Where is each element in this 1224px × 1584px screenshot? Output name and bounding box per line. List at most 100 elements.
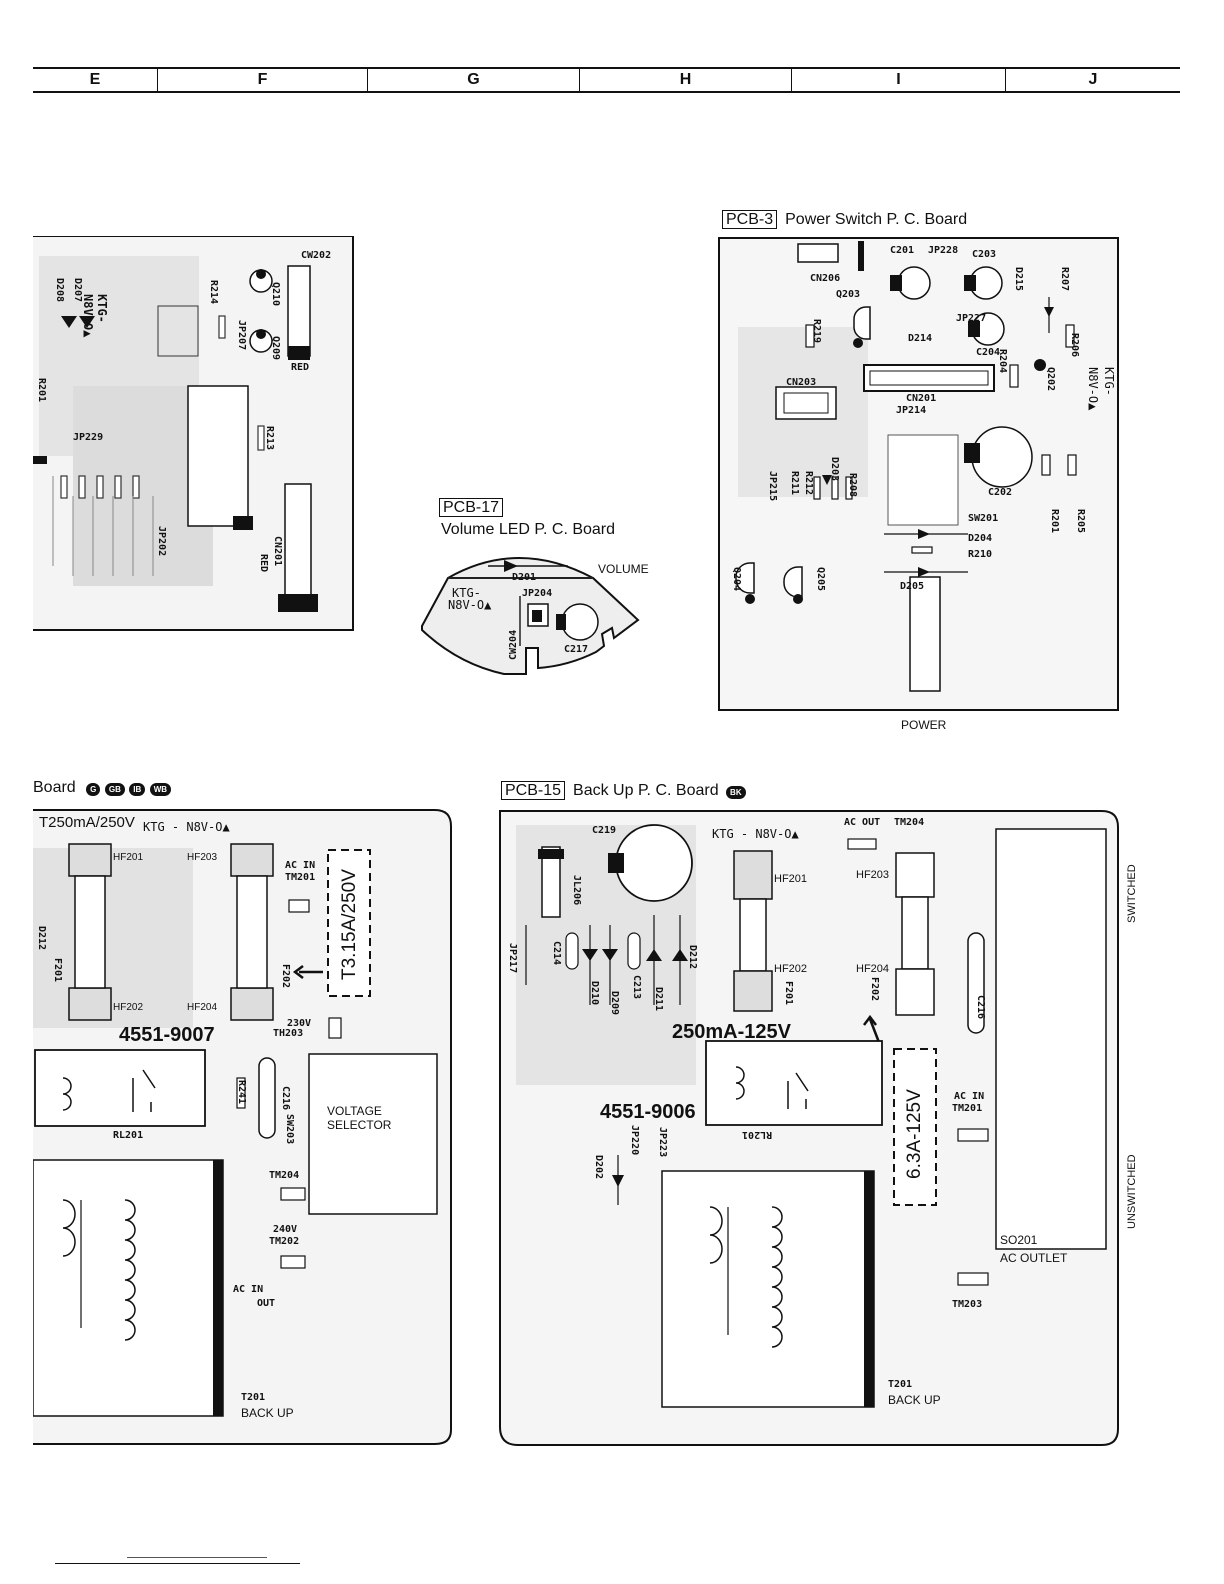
- pcb15-label-c216: C216: [975, 995, 986, 1020]
- label-hf204: HF204: [187, 1002, 218, 1013]
- pcb3-label-sw201: SW201: [968, 513, 999, 524]
- grid-col-g: G: [367, 69, 579, 91]
- pcb15-label-hf203: HF203: [856, 869, 890, 881]
- ktg-label: KTG - N8V-O▲: [143, 820, 230, 834]
- label-r213: R213: [264, 426, 275, 451]
- pcb3-label-r204: R204: [997, 349, 1008, 374]
- pcb3-label-d214: D214: [908, 333, 933, 344]
- pcb-left-top-drawing: [33, 236, 354, 631]
- pcb15-label-back-up: BACK UP: [888, 1393, 941, 1407]
- pcb15-board: C219 KTG - N8V-O▲ AC OUT TM204 JL206 HF2…: [496, 805, 1138, 1449]
- label-ac-in-bottom: AC IN: [233, 1284, 264, 1295]
- pcb3-label-r211: R211: [789, 471, 800, 496]
- pcb15-fuse-box-label: 6.3A-125V: [904, 1089, 925, 1179]
- pcb17-volume-label: VOLUME: [598, 562, 649, 576]
- pcb15-label-d209: D209: [609, 991, 620, 1016]
- pcb3-label-q203: Q203: [836, 289, 861, 300]
- label-240v: 240V: [273, 1224, 298, 1235]
- pcb3-label-jp227: JP227: [956, 313, 987, 324]
- pcb3-label-d205: D205: [900, 581, 925, 592]
- fuse-rating-top: T250mA/250V: [39, 814, 135, 831]
- pcb17-label-d201: D201: [512, 572, 537, 583]
- footer-rule: [55, 1563, 300, 1564]
- relay-part-number: 4551-9007: [119, 1024, 215, 1046]
- pcb17-label-n8v: N8V-O▲: [448, 598, 492, 612]
- label-cn201: CN201: [272, 536, 283, 567]
- pcb15-drawing: [499, 810, 1119, 1446]
- pcb3-label-cn206: CN206: [810, 273, 841, 284]
- pcb15-part-number: 4551-9006: [600, 1101, 696, 1123]
- pcb15-label-d211: D211: [653, 987, 664, 1012]
- label-hf203: HF203: [187, 852, 218, 863]
- pcb3-label-d204: D204: [968, 533, 993, 544]
- pcb15-outlet-label: AC OUTLET: [1000, 1251, 1068, 1265]
- label-th203: TH203: [273, 1028, 304, 1039]
- pcb15-label-ac-out: AC OUT: [844, 817, 881, 828]
- label-jp207: JP207: [236, 320, 247, 351]
- region-badges: G GB IB WB: [86, 779, 172, 797]
- pcb3-label-jp215: JP215: [767, 471, 778, 502]
- pcb3-label-r208: R208: [847, 473, 858, 498]
- label-q210: Q210: [270, 282, 281, 307]
- pcb15-tag: PCB-15: [501, 781, 566, 800]
- pcb-left-bottom-title: Board: [33, 779, 76, 796]
- grid-col-j: J: [1005, 69, 1180, 91]
- pcb3-tag: PCB-3: [722, 210, 778, 229]
- pcb15-label-jp217: JP217: [507, 943, 518, 974]
- label-r241: R241: [236, 1080, 247, 1105]
- pcb3-label-r219: R219: [811, 319, 822, 344]
- pcb15-label-c219: C219: [592, 825, 617, 836]
- label-red-bottom: RED: [258, 554, 269, 573]
- pcb3-label-q205: Q205: [815, 567, 826, 592]
- label-cw202: CW202: [301, 250, 332, 261]
- pcb17-tag: PCB-17: [439, 498, 504, 517]
- badge-bk: BK: [726, 786, 746, 799]
- pcb3-drawing: [718, 237, 1119, 711]
- label-sw203: SW203: [284, 1114, 295, 1145]
- label-jp229: JP229: [73, 432, 104, 443]
- grid-col-e: E: [89, 71, 101, 88]
- pcb3-label-cn203: CN203: [786, 377, 817, 388]
- pcb3-label-r210: R210: [968, 549, 993, 560]
- pcb15-label-jp220: JP220: [629, 1125, 640, 1156]
- fuse-box-label: T3.15A/250V: [339, 869, 360, 980]
- pcb3-label-c204: C204: [976, 347, 1001, 358]
- pcb3-label-q204: Q204: [731, 567, 742, 592]
- grid-reference-bar: E F G H I J: [33, 67, 1180, 93]
- pcb3-label-d215: D215: [1013, 267, 1024, 292]
- label-d208: D208: [54, 278, 65, 303]
- label-tm201: TM201: [285, 872, 316, 883]
- pcb3-label-d203: D203: [829, 457, 840, 482]
- pcb15-fuse-rating: 250mA-125V: [672, 1021, 791, 1043]
- pcb15-label-rl201: RL201: [742, 1129, 773, 1140]
- pcb3-label-r212: R212: [803, 471, 814, 496]
- pcb15-label-t201: T201: [888, 1379, 913, 1390]
- pcb17-label-jp204: JP204: [522, 588, 553, 599]
- label-jp202: JP202: [156, 526, 167, 557]
- pcb15-label-hf202: HF202: [774, 963, 808, 975]
- pcb15-label-c214: C214: [551, 941, 562, 966]
- label-f202: F202: [280, 964, 291, 989]
- pcb15-unswitched-label: UNSWITCHED: [1126, 1154, 1138, 1229]
- pcb17-drawing: [421, 557, 640, 675]
- pcb3-label-c203: C203: [972, 249, 997, 260]
- voltage-selector-label: VOLTAGE SELECTOR: [327, 1104, 392, 1132]
- pcb-left-top: CW202 D208 D207 KTG- N8V-O▲ R214 Q210 JP…: [33, 236, 355, 632]
- pcb15-ktg: KTG - N8V-O▲: [712, 827, 799, 841]
- label-q209: Q209: [270, 336, 281, 361]
- label-r214: R214: [208, 280, 219, 305]
- pcb3-label-r201: R201: [1049, 509, 1060, 534]
- badge-wb: WB: [149, 783, 172, 796]
- pcb3-label-jp214: JP214: [896, 405, 927, 416]
- label-out: OUT: [257, 1298, 276, 1309]
- pcb3-label-c202: C202: [988, 487, 1013, 498]
- pcb15-label-hf201: HF201: [774, 873, 808, 885]
- pcb15-label-tm204: TM204: [894, 817, 925, 828]
- pcb-left-bottom-drawing: [33, 809, 452, 1445]
- label-tm202: TM202: [269, 1236, 300, 1247]
- label-r201: R201: [36, 378, 47, 403]
- pcb15-label-d212: D212: [687, 945, 698, 970]
- label-230v: 230V: [287, 1018, 312, 1029]
